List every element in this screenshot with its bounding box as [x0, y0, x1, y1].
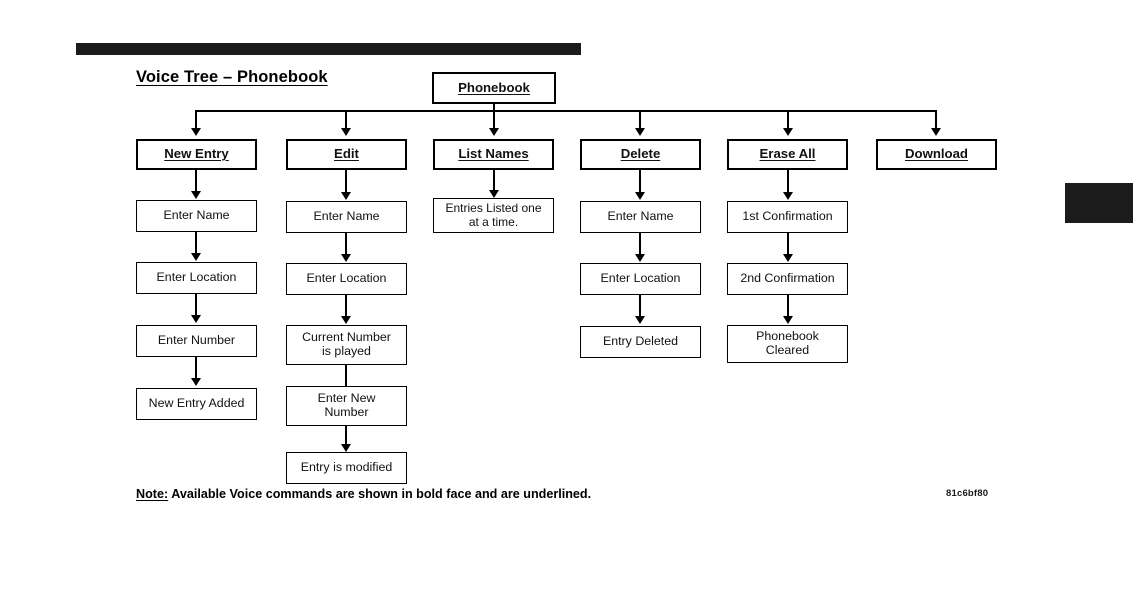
connector-drop-edit	[345, 110, 347, 129]
arrowhead-erase-all	[783, 128, 793, 136]
figure-code: 81c6bf80	[946, 488, 989, 499]
node-command-erase-all: Erase All	[727, 139, 848, 170]
node-label: Enter New Number	[317, 391, 376, 419]
connector-drop-download	[935, 110, 937, 129]
arrowhead-delete-2	[635, 254, 645, 262]
connector-new-entry-4	[195, 357, 197, 379]
arrowhead-edit	[341, 128, 351, 136]
node-label: Enter Location	[600, 271, 681, 286]
connector-bus	[195, 110, 937, 112]
connector-erase-all-2	[787, 233, 789, 255]
connector-delete-2	[639, 233, 641, 255]
arrowhead-list-names	[489, 128, 499, 136]
connector-erase-all-1	[787, 170, 789, 193]
node-erase-all-step-1: 1st Confirmation	[727, 201, 848, 233]
arrowhead-list-names-1	[489, 190, 499, 198]
node-new-entry-step-2: Enter Location	[136, 262, 257, 294]
node-command-edit: Edit	[286, 139, 407, 170]
arrowhead-edit-5	[341, 444, 351, 452]
node-list-names-step-1: Entries Listed one at a time.	[433, 198, 554, 233]
arrowhead-erase-all-1	[783, 192, 793, 200]
connector-drop-new-entry	[195, 110, 197, 129]
node-command-download: Download	[876, 139, 997, 170]
connector-erase-all-3	[787, 295, 789, 317]
footnote: Note: Available Voice commands are shown…	[136, 487, 591, 501]
connector-new-entry-2	[195, 232, 197, 254]
node-new-entry-step-1: Enter Name	[136, 200, 257, 232]
node-label: Entry is modified	[300, 460, 393, 475]
connector-edit-2	[345, 233, 347, 255]
footnote-text: Available Voice commands are shown in bo…	[168, 487, 592, 501]
node-delete-step-2: Enter Location	[580, 263, 701, 295]
node-command-delete: Delete	[580, 139, 701, 170]
node-erase-all-step-3: Phonebook Cleared	[727, 325, 848, 363]
page-title: Voice Tree – Phonebook	[136, 68, 328, 86]
connector-edit-5	[345, 426, 347, 447]
node-label: Phonebook	[458, 79, 530, 95]
arrowhead-new-entry-4	[191, 378, 201, 386]
connector-root-stem	[493, 104, 495, 111]
node-command-list-names: List Names	[433, 139, 554, 170]
page-header-bar	[76, 43, 581, 55]
node-label: List Names	[458, 146, 529, 162]
arrowhead-new-entry-3	[191, 315, 201, 323]
footnote-lead: Note:	[136, 487, 169, 501]
arrowhead-download	[931, 128, 941, 136]
node-label: Enter Name	[313, 209, 380, 224]
arrowhead-edit-2	[341, 254, 351, 262]
arrowhead-new-entry-2	[191, 253, 201, 261]
node-delete-step-1: Enter Name	[580, 201, 701, 233]
node-label: New Entry	[164, 146, 229, 162]
node-label: Enter Name	[163, 208, 230, 223]
node-label: Delete	[620, 146, 661, 162]
connector-drop-list-names	[493, 110, 495, 129]
arrowhead-delete	[635, 128, 645, 136]
node-edit-step-3: Current Number is played	[286, 325, 407, 365]
node-delete-step-3: Entry Deleted	[580, 326, 701, 358]
arrowhead-erase-all-3	[783, 316, 793, 324]
node-label: Download	[904, 146, 968, 162]
node-label: New Entry Added	[148, 396, 245, 411]
connector-drop-delete	[639, 110, 641, 129]
node-root-phonebook: Phonebook	[432, 72, 556, 104]
node-label: Enter Location	[156, 270, 237, 285]
node-edit-step-4: Enter New Number	[286, 386, 407, 426]
node-new-entry-step-4: New Entry Added	[136, 388, 257, 420]
connector-new-entry-1	[195, 170, 197, 192]
node-label: Enter Location	[306, 271, 387, 286]
connector-new-entry-3	[195, 294, 197, 316]
node-edit-step-2: Enter Location	[286, 263, 407, 295]
connector-delete-3	[639, 295, 641, 317]
connector-edit-4	[345, 365, 347, 387]
node-label: Entry Deleted	[602, 334, 679, 349]
node-edit-step-1: Enter Name	[286, 201, 407, 233]
node-erase-all-step-2: 2nd Confirmation	[727, 263, 848, 295]
arrowhead-delete-1	[635, 192, 645, 200]
arrowhead-edit-3	[341, 316, 351, 324]
node-label: 2nd Confirmation	[740, 271, 835, 286]
node-label: Enter Name	[607, 209, 674, 224]
page-edge-tab	[1065, 183, 1133, 223]
node-label: 1st Confirmation	[742, 209, 833, 224]
arrowhead-delete-3	[635, 316, 645, 324]
connector-edit-3	[345, 295, 347, 317]
node-label: Phonebook Cleared	[756, 329, 819, 357]
arrowhead-erase-all-2	[783, 254, 793, 262]
node-label: Erase All	[759, 146, 816, 162]
node-new-entry-step-3: Enter Number	[136, 325, 257, 357]
node-edit-step-5: Entry is modified	[286, 452, 407, 484]
connector-list-names-1	[493, 170, 495, 191]
connector-drop-erase-all	[787, 110, 789, 129]
arrowhead-edit-1	[341, 192, 351, 200]
node-label: Entries Listed one at a time.	[445, 201, 542, 229]
arrowhead-new-entry-1	[191, 191, 201, 199]
connector-edit-1	[345, 170, 347, 193]
node-label: Current Number is played	[302, 330, 391, 358]
node-label: Edit	[334, 146, 359, 162]
connector-delete-1	[639, 170, 641, 193]
arrowhead-new-entry	[191, 128, 201, 136]
node-label: Enter Number	[157, 333, 236, 348]
node-command-new-entry: New Entry	[136, 139, 257, 170]
